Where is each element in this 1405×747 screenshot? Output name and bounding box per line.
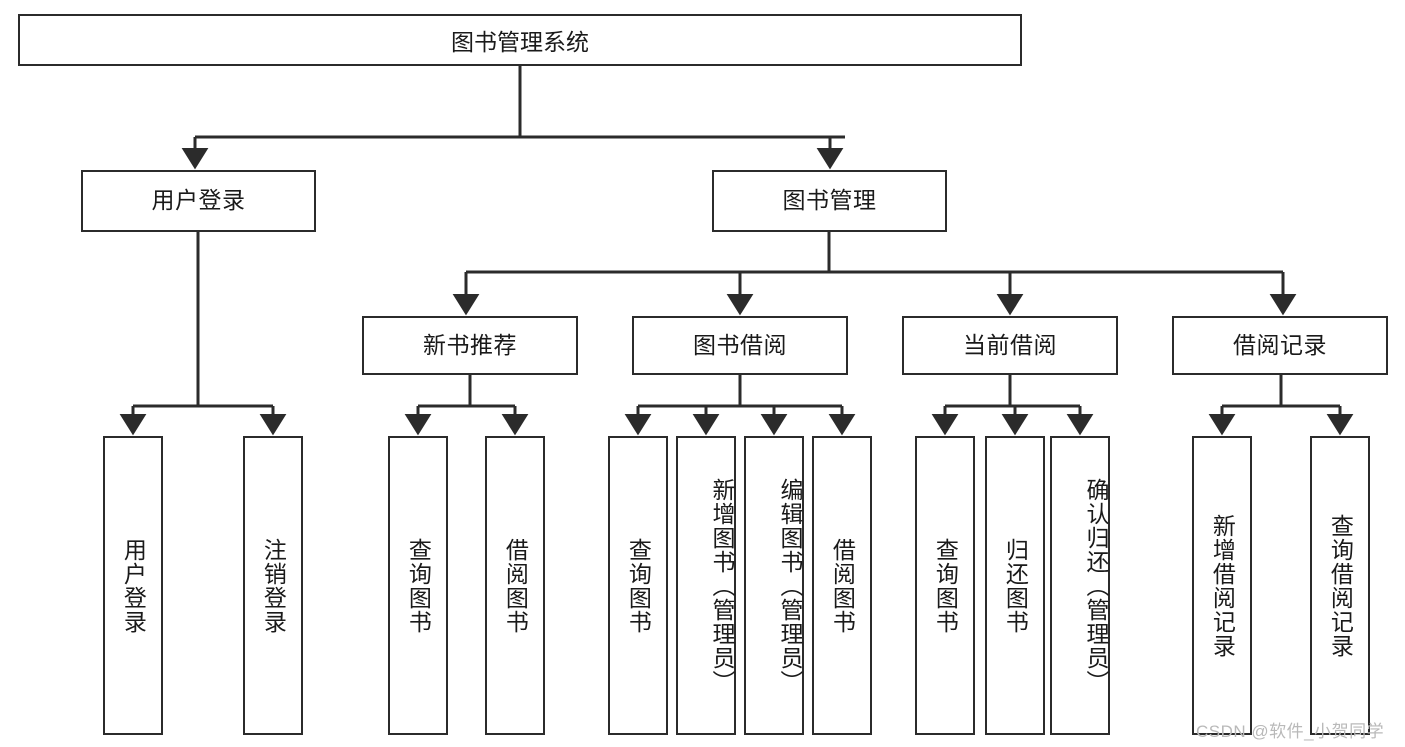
- node-label: 借阅记录: [1233, 331, 1327, 358]
- node-label: 查询图书: [932, 537, 959, 634]
- leaf-current-confirm-return-admin[interactable]: 确认归还（管理员）: [1050, 436, 1110, 735]
- leaf-new-book-query-books[interactable]: 查询图书: [388, 436, 448, 735]
- leaf-borrow-add-book-admin[interactable]: 新增图书（管理员）: [676, 436, 736, 735]
- node-current-borrow[interactable]: 当前借阅: [902, 316, 1118, 375]
- node-label: 图书管理系统: [451, 29, 589, 55]
- node-label: 注销登录: [260, 537, 287, 634]
- node-label: 编辑图书（管理员）: [777, 477, 803, 694]
- node-book-borrow[interactable]: 图书借阅: [632, 316, 848, 375]
- leaf-borrow-borrow-books[interactable]: 借阅图书: [812, 436, 872, 735]
- node-label: 借阅图书: [502, 537, 529, 634]
- node-book-management[interactable]: 图书管理: [712, 170, 947, 232]
- node-user-login[interactable]: 用户登录: [81, 170, 316, 232]
- node-label: 确认归还（管理员）: [1083, 477, 1109, 694]
- leaf-borrow-edit-book-admin[interactable]: 编辑图书（管理员）: [744, 436, 804, 735]
- node-borrow-record[interactable]: 借阅记录: [1172, 316, 1388, 375]
- node-label: 用户登录: [120, 537, 147, 634]
- node-label: 查询图书: [405, 537, 432, 634]
- leaf-current-return-books[interactable]: 归还图书: [985, 436, 1045, 735]
- node-label: 查询图书: [625, 537, 652, 634]
- leaf-current-query-books[interactable]: 查询图书: [915, 436, 975, 735]
- node-label: 当前借阅: [963, 331, 1057, 358]
- node-root-library-system[interactable]: 图书管理系统: [18, 14, 1022, 66]
- csdn-watermark: CSDN @软件_小贺同学: [1196, 722, 1385, 741]
- node-label: 新增图书（管理员）: [709, 477, 735, 694]
- leaf-user-login-logout[interactable]: 注销登录: [243, 436, 303, 735]
- node-label: 新增借阅记录: [1209, 513, 1236, 658]
- leaf-borrow-query-books[interactable]: 查询图书: [608, 436, 668, 735]
- leaf-user-login-login[interactable]: 用户登录: [103, 436, 163, 735]
- node-label: 借阅图书: [829, 537, 856, 634]
- node-label: 查询借阅记录: [1327, 513, 1354, 658]
- node-label: 归还图书: [1002, 537, 1029, 634]
- node-label: 新书推荐: [423, 331, 517, 358]
- node-label: 用户登录: [151, 187, 246, 214]
- leaf-record-add-record[interactable]: 新增借阅记录: [1192, 436, 1252, 735]
- node-new-book-recommend[interactable]: 新书推荐: [362, 316, 578, 375]
- node-label: 图书借阅: [693, 331, 787, 358]
- leaf-record-query-record[interactable]: 查询借阅记录: [1310, 436, 1370, 735]
- node-label: 图书管理: [782, 187, 877, 214]
- leaf-new-book-borrow-books[interactable]: 借阅图书: [485, 436, 545, 735]
